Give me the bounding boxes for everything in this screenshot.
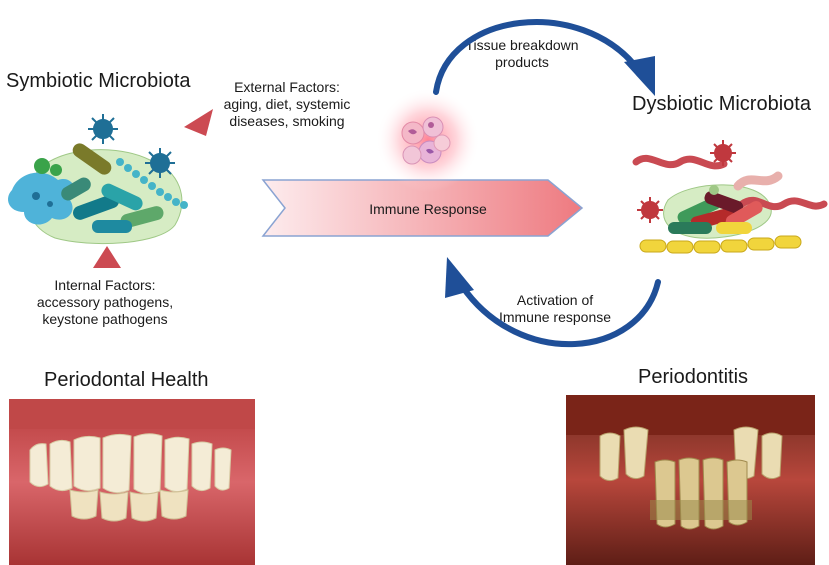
activation-immune-arrow bbox=[445, 257, 661, 347]
symbiotic-microbiota-icon bbox=[8, 114, 188, 245]
periodontitis-photo bbox=[566, 395, 815, 565]
external-factors-pointer bbox=[184, 109, 213, 136]
immune-response-label: Immune Response bbox=[369, 201, 487, 217]
internal-factors-text: Internal Factors: accessory pathogens, k… bbox=[20, 277, 190, 328]
periodontal-health-title: Periodontal Health bbox=[44, 369, 209, 391]
tissue-breakdown-label: Tissue breakdown products bbox=[452, 37, 592, 71]
external-factors-heading: External Factors: bbox=[234, 79, 340, 95]
tissue-breakdown-line-0: Tissue breakdown bbox=[465, 37, 579, 53]
immune-response-banner: Immune Response bbox=[261, 179, 584, 237]
external-factors-line-2: diseases, smoking bbox=[229, 113, 345, 129]
immune-cells-icon bbox=[376, 88, 480, 192]
internal-factors-line-2: keystone pathogens bbox=[42, 311, 168, 327]
activation-immune-line-1: Immune response bbox=[498, 309, 612, 325]
external-factors-text: External Factors: aging, diet, systemic … bbox=[212, 79, 362, 130]
external-factors-line-1: aging, diet, systemic bbox=[223, 96, 351, 112]
internal-factors-pointer bbox=[93, 246, 121, 268]
dysbiotic-microbiota-icon bbox=[632, 140, 828, 254]
periodontitis-title: Periodontitis bbox=[638, 366, 749, 388]
symbiotic-microbiota-title: Symbiotic Microbiota bbox=[6, 70, 191, 92]
internal-factors-heading: Internal Factors: bbox=[54, 277, 156, 293]
tissue-breakdown-arrow bbox=[433, 19, 655, 96]
activation-immune-label: Activation of Immune response bbox=[480, 292, 630, 326]
tissue-breakdown-line-1: products bbox=[495, 54, 549, 70]
dysbiotic-microbiota-title: Dysbiotic Microbiota bbox=[632, 93, 811, 115]
activation-immune-line-0: Activation of bbox=[516, 292, 594, 308]
internal-factors-line-1: accessory pathogens, bbox=[36, 294, 174, 310]
periodontal-health-photo bbox=[9, 399, 255, 565]
